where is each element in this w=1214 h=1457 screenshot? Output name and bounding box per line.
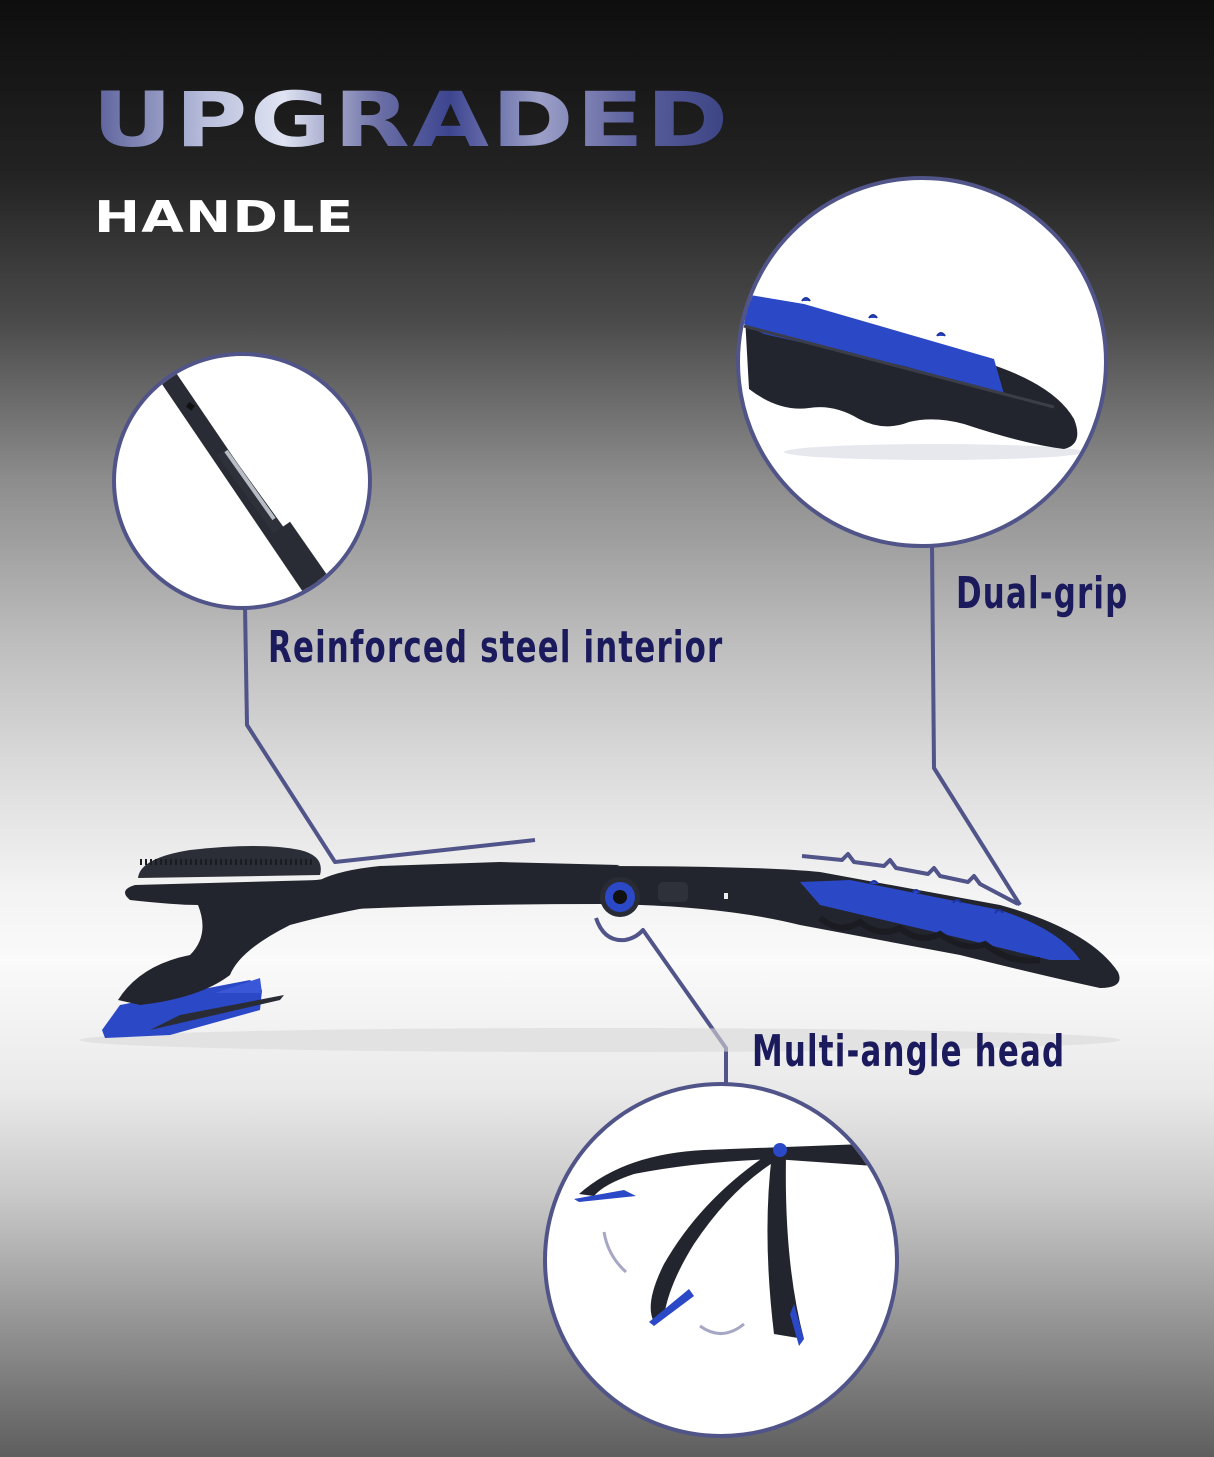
- title-handle: HANDLE: [94, 192, 355, 243]
- handle-grip-icon: [743, 294, 1084, 460]
- steel-rod-icon: [158, 368, 344, 606]
- feature-label-grip: Dual-grip: [956, 568, 1129, 619]
- brand-logo-icon: [613, 890, 627, 904]
- pivoting-head-icon: [574, 1143, 874, 1346]
- steel-interior-closeup: [112, 352, 372, 610]
- feature-label-steel: Reinforced steel interior: [268, 622, 724, 673]
- feature-label-head: Multi-angle head: [752, 1026, 1066, 1077]
- dual-grip-closeup: [736, 176, 1108, 548]
- title-upgraded: UPGRADED: [92, 75, 731, 164]
- multi-angle-head-closeup: [543, 1082, 899, 1438]
